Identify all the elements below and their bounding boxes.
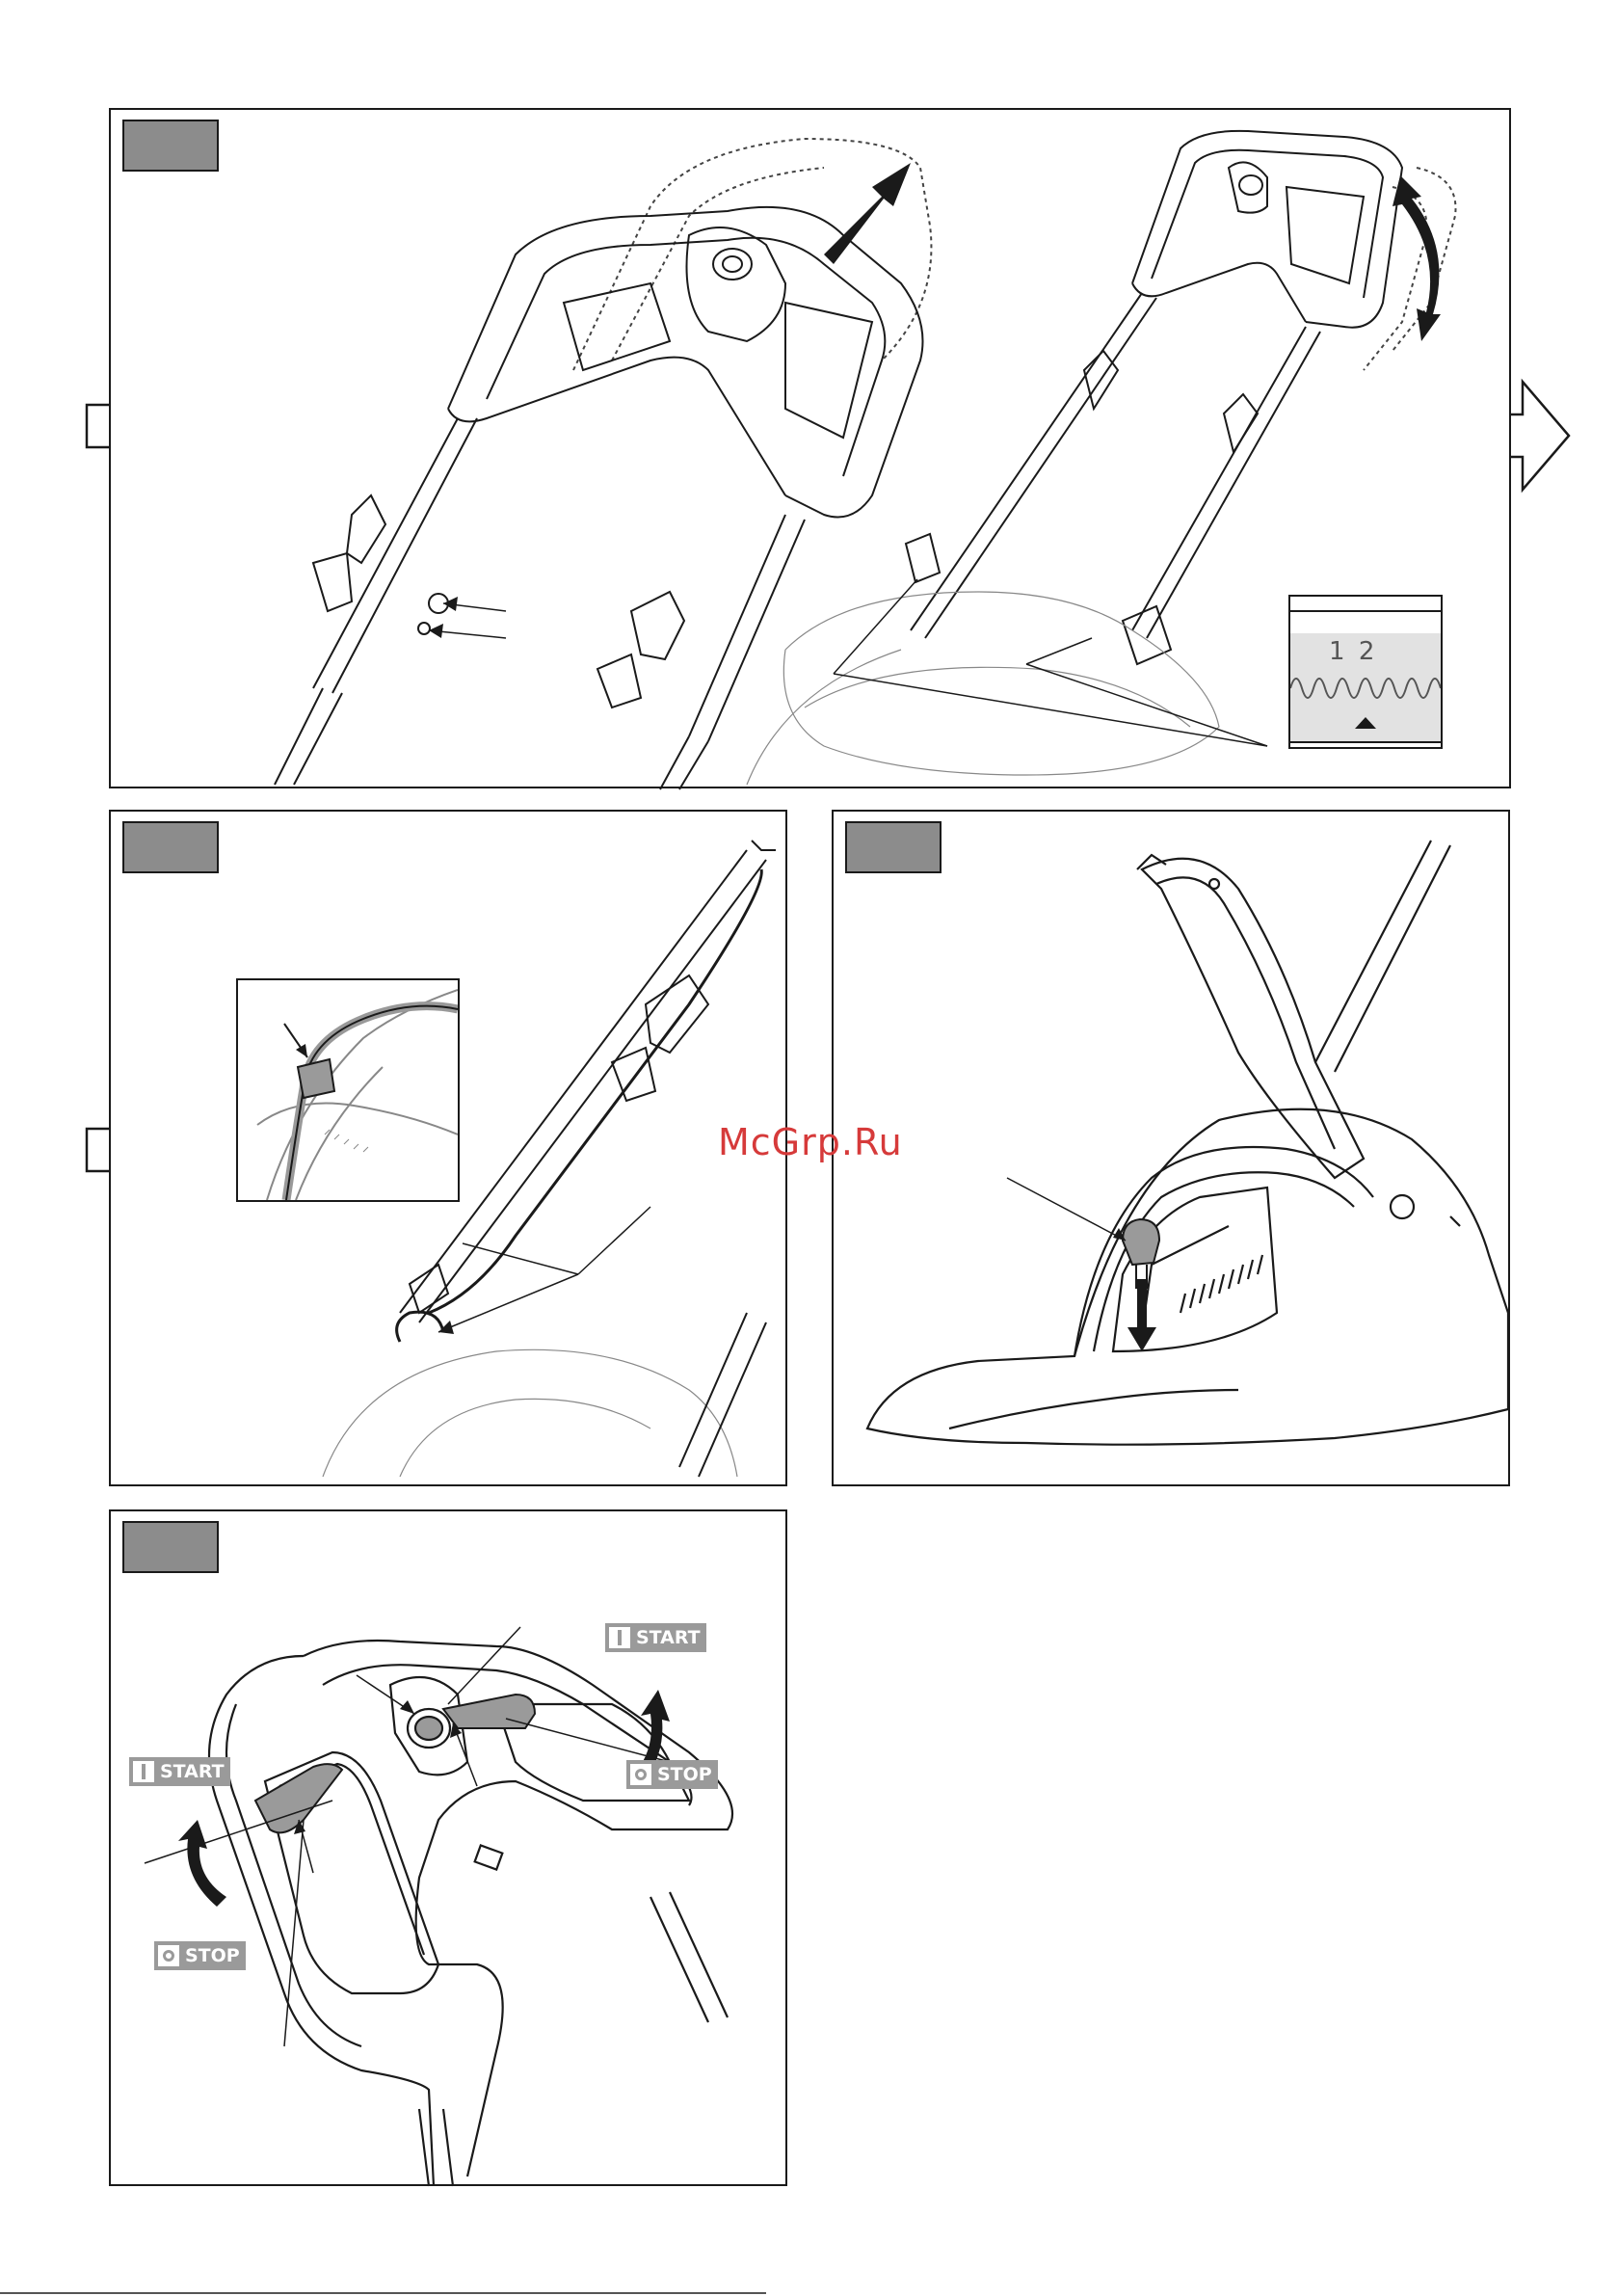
stop-label-right: STOP bbox=[626, 1760, 718, 1789]
watermark: McGrp.Ru bbox=[718, 1121, 903, 1163]
height-marking-inset: 1 2 bbox=[1288, 595, 1443, 749]
off-symbol-icon bbox=[630, 1764, 651, 1785]
panel-safety-key bbox=[832, 810, 1510, 1486]
height-mark-1: 1 bbox=[1329, 637, 1345, 666]
stop-text: STOP bbox=[185, 1945, 240, 1966]
start-stop-illustration bbox=[111, 1511, 789, 2188]
on-symbol-icon bbox=[133, 1761, 154, 1782]
up-arrow-icon bbox=[824, 163, 911, 264]
cable-clip-inset bbox=[236, 978, 460, 1202]
bidirectional-arrow-icon bbox=[1393, 175, 1441, 341]
down-arrow-icon bbox=[1127, 1279, 1156, 1351]
stop-label-left: STOP bbox=[154, 1941, 246, 1970]
height-mark-2: 2 bbox=[1359, 637, 1375, 666]
on-symbol-icon bbox=[609, 1627, 630, 1648]
off-symbol-icon bbox=[158, 1945, 179, 1966]
stop-text: STOP bbox=[657, 1764, 712, 1785]
start-text: START bbox=[160, 1761, 225, 1782]
start-text: START bbox=[636, 1627, 701, 1648]
panel-handle-unfold: 1 2 bbox=[109, 108, 1511, 788]
start-label-left: START bbox=[129, 1757, 230, 1786]
safety-key-illustration bbox=[834, 812, 1512, 1488]
up-arrow-icon bbox=[178, 1820, 226, 1907]
start-label-right: START bbox=[605, 1623, 706, 1652]
panel-cable-clip bbox=[109, 810, 787, 1486]
footer-rule bbox=[0, 2292, 766, 2294]
panel-start-stop: START STOP START STOP bbox=[109, 1509, 787, 2186]
